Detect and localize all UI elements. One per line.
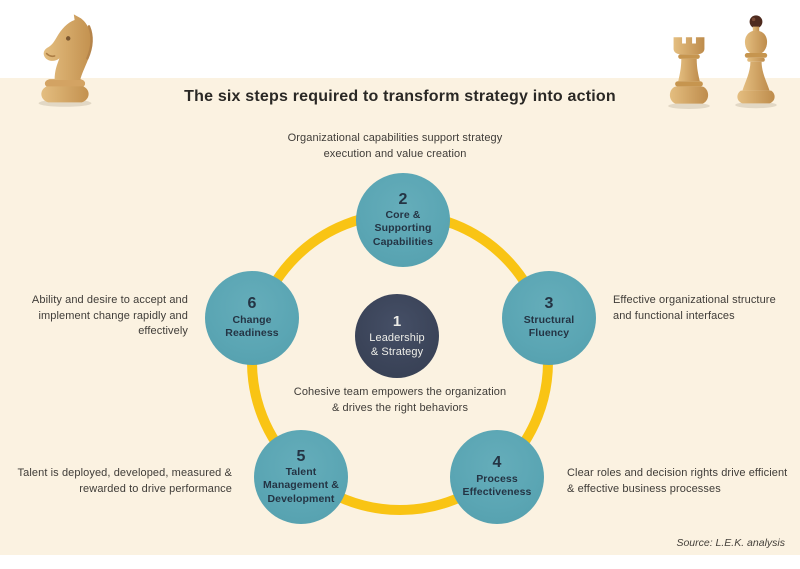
step-label: Talent Management & Development <box>263 466 339 505</box>
step-label: Core & Supporting Capabilities <box>372 209 434 248</box>
page-title: The six steps required to transform stra… <box>184 88 616 105</box>
step-number: 5 <box>296 447 306 465</box>
step-number: 3 <box>544 295 554 313</box>
annotation-change: Ability and desire to accept and impleme… <box>31 294 188 338</box>
source-note: Source: L.E.K. analysis <box>676 537 785 549</box>
step-label: Process Effectiveness <box>462 472 532 499</box>
step-circle-core-capabilities: 2 Core & Supporting Capabilities <box>356 173 450 267</box>
annotation-process: Clear roles and decision rights drive ef… <box>567 467 788 495</box>
step-circle-change-readiness: 6 Change Readiness <box>205 271 299 365</box>
step-label: Change Readiness <box>225 313 279 340</box>
annotation-structural: Effective organizational structure and f… <box>613 294 776 322</box>
rook-icon <box>668 37 710 110</box>
step-circle-talent-management: 5 Talent Management & Development <box>254 430 348 524</box>
step-label: Structural Fluency <box>523 313 575 340</box>
step-number: 2 <box>398 190 408 208</box>
step-number: 6 <box>247 295 257 313</box>
center-circle-leadership-strategy: 1 Leadership & Strategy <box>355 294 439 378</box>
annotation-leadership: Cohesive team empowers the organization … <box>293 386 507 414</box>
step-circle-structural-fluency: 3 Structural Fluency <box>502 271 596 365</box>
bishop-icon <box>735 15 777 109</box>
knight-icon <box>38 14 93 107</box>
step-number: 4 <box>492 454 502 472</box>
annotation-talent: Talent is deployed, developed, measured … <box>17 467 232 495</box>
step-number: 1 <box>392 313 402 331</box>
annotation-capabilities: Organizational capabilities support stra… <box>287 132 503 160</box>
step-label: Leadership & Strategy <box>369 331 425 358</box>
step-circle-process-effectiveness: 4 Process Effectiveness <box>450 430 544 524</box>
